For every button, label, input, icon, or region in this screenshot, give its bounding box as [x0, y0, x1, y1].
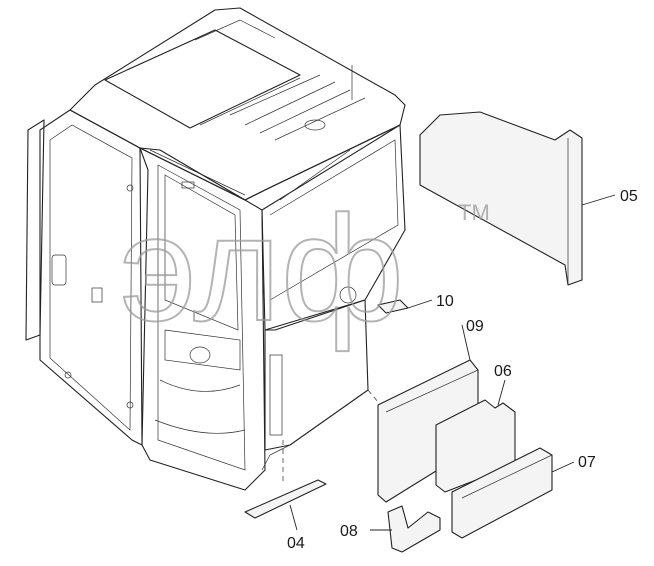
callout-05: 05	[620, 188, 638, 205]
callout-10: 10	[436, 293, 454, 310]
callout-09: 09	[466, 318, 484, 335]
callout-06: 06	[494, 363, 512, 380]
part-05	[419, 111, 583, 286]
part-04	[244, 479, 327, 519]
watermark: элф TM	[119, 183, 490, 353]
part-08	[387, 505, 441, 553]
cab-assembly	[25, 7, 406, 491]
part-07	[451, 447, 553, 539]
watermark-text: элф	[120, 184, 404, 352]
callout-07: 07	[578, 454, 596, 471]
callout-04: 04	[287, 535, 305, 552]
callout-08: 08	[340, 523, 358, 540]
part-06	[435, 399, 516, 493]
trademark-text: TM	[458, 200, 490, 225]
